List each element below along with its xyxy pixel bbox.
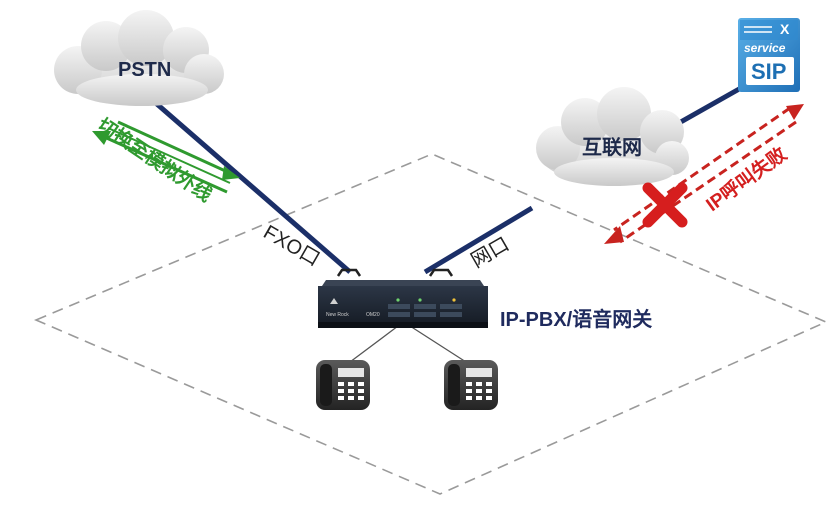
sip-service-label: service xyxy=(744,41,786,55)
sip-server-icon: X service SIP xyxy=(738,18,800,92)
pstn-label: PSTN xyxy=(118,59,171,81)
failure-x-icon xyxy=(642,182,688,228)
device-label: IP-PBX/语音网关 xyxy=(500,307,652,331)
cloud-icon xyxy=(54,10,224,106)
desk-phone-icon xyxy=(444,360,498,410)
pstn-cloud: PSTN xyxy=(54,10,224,106)
device-brand: New Rock xyxy=(326,312,349,318)
switch-to-analog-arrows xyxy=(92,120,240,194)
ip-call-failed-arrows xyxy=(604,104,804,244)
internet-cloud: 互联网 xyxy=(536,87,689,186)
internet-link-line xyxy=(423,205,534,275)
sip-sip-label: SIP xyxy=(751,59,786,84)
phone-link-left xyxy=(349,325,399,363)
ip-pbx-device-icon: New Rock OM20 xyxy=(318,268,488,328)
cloud-icon xyxy=(536,87,689,186)
sip-x-label: X xyxy=(780,21,790,37)
phone-link-right xyxy=(409,325,467,363)
internet-label: 互联网 xyxy=(582,136,642,159)
desk-phone-icon xyxy=(316,360,370,410)
pstn-link-line xyxy=(148,96,352,274)
device-model: OM20 xyxy=(366,312,380,318)
